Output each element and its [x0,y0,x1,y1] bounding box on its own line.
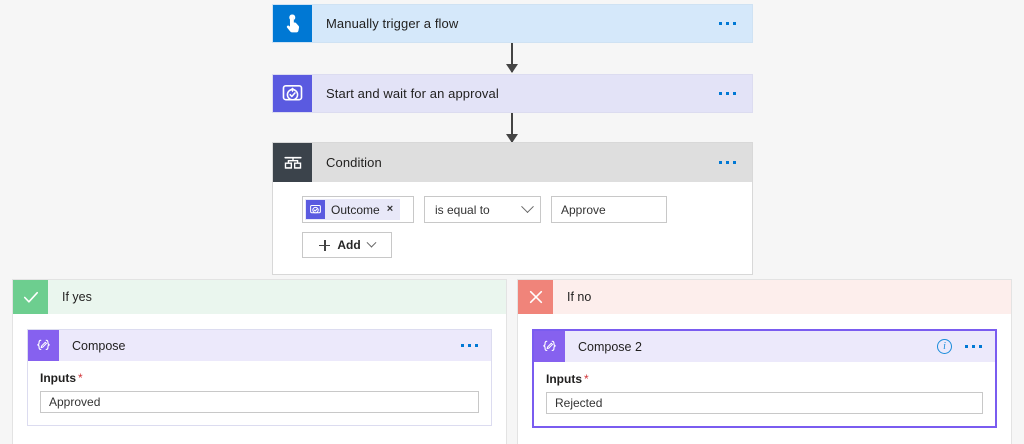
compose-title: Compose 2 [578,339,642,354]
inputs-field-label: Inputs* [40,371,479,385]
condition-value-text: Approve [561,202,606,217]
inputs-value: Rejected [555,396,603,410]
chevron-down-icon [366,237,377,248]
inputs-field-label: Inputs* [546,372,983,386]
compose-actions [461,330,491,361]
inputs-label-text: Inputs [40,371,76,385]
chevron-down-icon [521,200,534,214]
operator-value: is equal to [435,202,490,217]
check-icon [13,280,48,314]
compose-actions: i [937,331,995,362]
connector-arrow-trigger-approval [506,43,518,73]
flow-node-title: Manually trigger a flow [326,16,459,31]
condition-expression-row: Outcome × is equal to Approve [302,196,752,223]
hand-tap-icon [273,5,312,42]
flow-node-condition[interactable]: Condition [272,142,753,275]
branch-header-yes[interactable]: If yes [13,280,506,314]
close-icon[interactable]: × [386,203,394,215]
branch-label: If yes [62,290,92,304]
branch-label: If no [567,290,592,304]
compose-braces-icon [534,331,565,362]
more-options-icon[interactable] [965,345,982,348]
dynamic-content-token[interactable]: Outcome × [305,199,401,220]
more-options-icon[interactable] [719,161,736,164]
compose-braces-icon [28,330,59,361]
inputs-text-field[interactable]: Rejected [546,392,983,414]
plus-icon [319,239,331,251]
flow-node-approval[interactable]: Start and wait for an approval [272,74,753,113]
flow-node-trigger[interactable]: Manually trigger a flow [272,4,753,43]
add-button-label: Add [337,238,361,252]
condition-branch-icon [273,143,312,182]
add-condition-button[interactable]: Add [302,232,392,258]
compose-header[interactable]: Compose 2 i [534,331,995,362]
required-marker: * [584,372,589,386]
branch-if-no: If no Compose 2 i [517,279,1012,444]
inputs-text-field[interactable]: Approved [40,391,479,413]
flow-node-title: Start and wait for an approval [326,86,499,101]
condition-header[interactable]: Condition [273,143,752,182]
branch-body-yes: Compose Inputs* Approved [13,314,506,426]
flow-node-compose[interactable]: Compose Inputs* Approved [27,329,492,426]
condition-body: Outcome × is equal to Approve Add [273,182,752,274]
more-options-icon[interactable] [719,22,736,25]
compose-body: Inputs* Rejected [534,362,995,426]
approval-check-icon [273,75,312,112]
condition-left-operand-field[interactable]: Outcome × [302,196,414,223]
info-icon[interactable]: i [937,339,952,354]
condition-operator-select[interactable]: is equal to [424,196,541,223]
approval-check-icon [306,200,325,219]
card-actions [719,5,752,42]
inputs-value: Approved [49,395,101,409]
flow-node-compose-2[interactable]: Compose 2 i Inputs* Rejected [532,329,997,428]
compose-header[interactable]: Compose [28,330,491,361]
compose-body: Inputs* Approved [28,361,491,425]
condition-value-input[interactable]: Approve [551,196,667,223]
inputs-label-text: Inputs [546,372,582,386]
condition-title: Condition [326,155,382,170]
token-label: Outcome [331,202,380,217]
branch-if-yes: If yes Compose [12,279,507,444]
compose-title: Compose [72,338,126,353]
required-marker: * [78,371,83,385]
more-options-icon[interactable] [461,344,478,347]
card-actions [719,75,752,112]
more-options-icon[interactable] [719,92,736,95]
branch-body-no: Compose 2 i Inputs* Rejected [518,314,1011,428]
close-icon [518,280,553,314]
branch-header-no[interactable]: If no [518,280,1011,314]
card-actions [719,143,752,182]
connector-arrow-approval-condition [506,113,518,143]
